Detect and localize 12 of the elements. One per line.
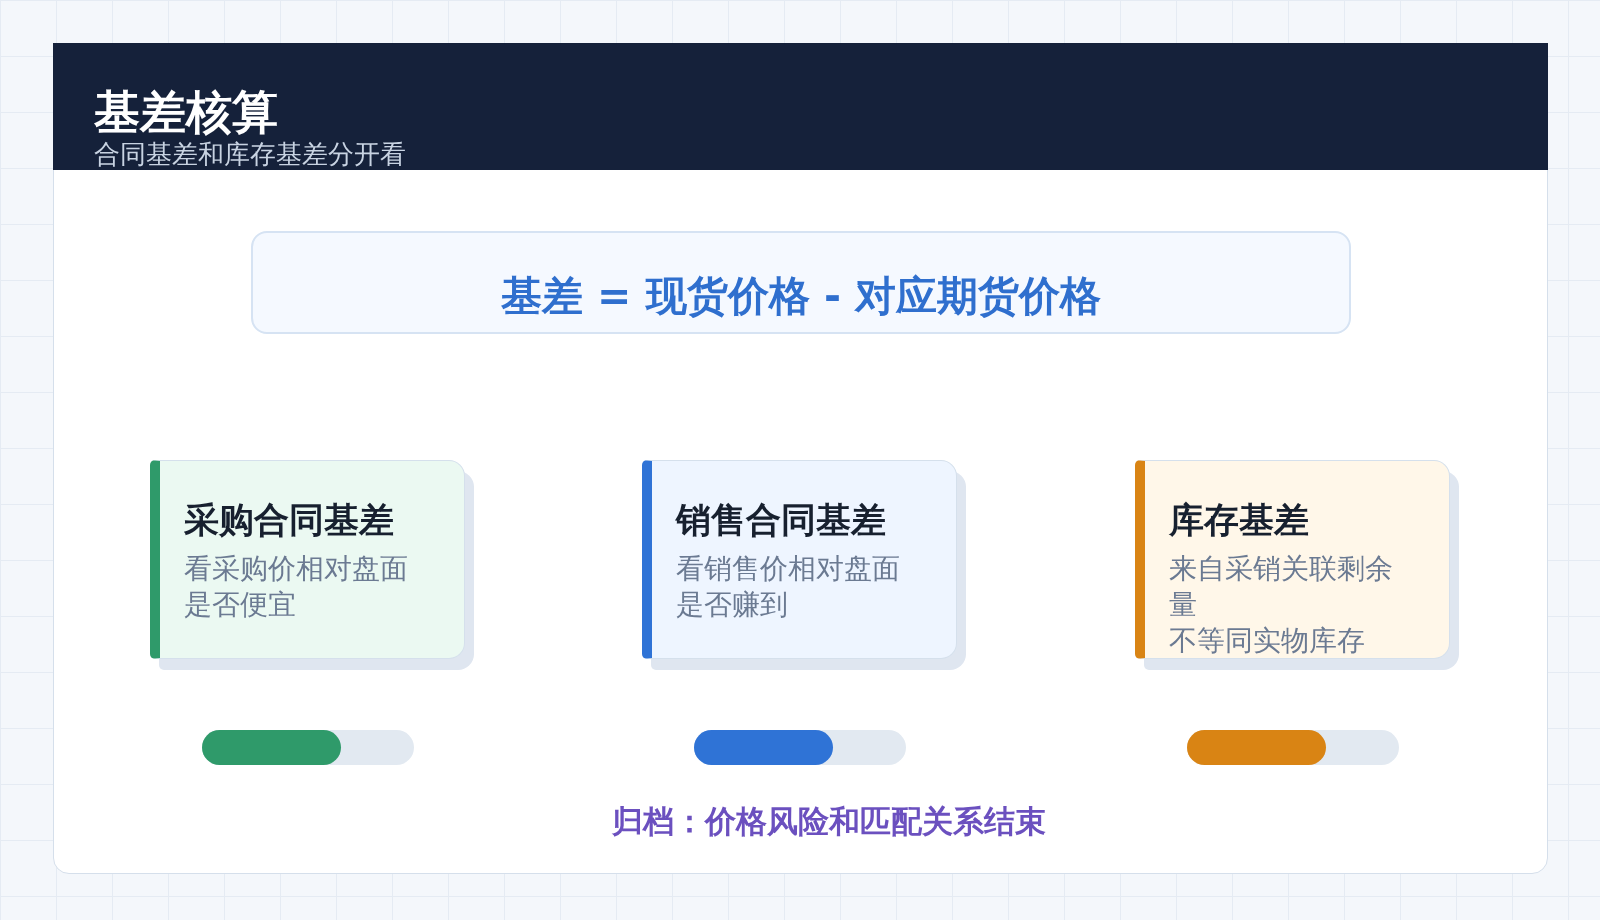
card-text: 不等同实物库存 (1169, 623, 1365, 659)
formula-box (251, 231, 1351, 334)
card-title: 销售合同基差 (676, 500, 886, 540)
card-text: 看采购价相对盘面是否便宜 (184, 551, 409, 623)
formula-text: 基差 = 现货价格 - 对应期货价格 (500, 272, 1102, 320)
card-text: 来自采销关联剩余量 (1169, 551, 1394, 623)
card-title: 采购合同基差 (184, 500, 394, 540)
subtitle: 合同基差和库存基差分开看 (94, 139, 406, 169)
title: 基差核算 (94, 86, 278, 138)
card-title: 库存基差 (1169, 500, 1309, 540)
card-text: 看销售价相对盘面是否赚到 (676, 551, 901, 623)
footer-note: 归档：价格风险和匹配关系结束 (612, 802, 1046, 840)
